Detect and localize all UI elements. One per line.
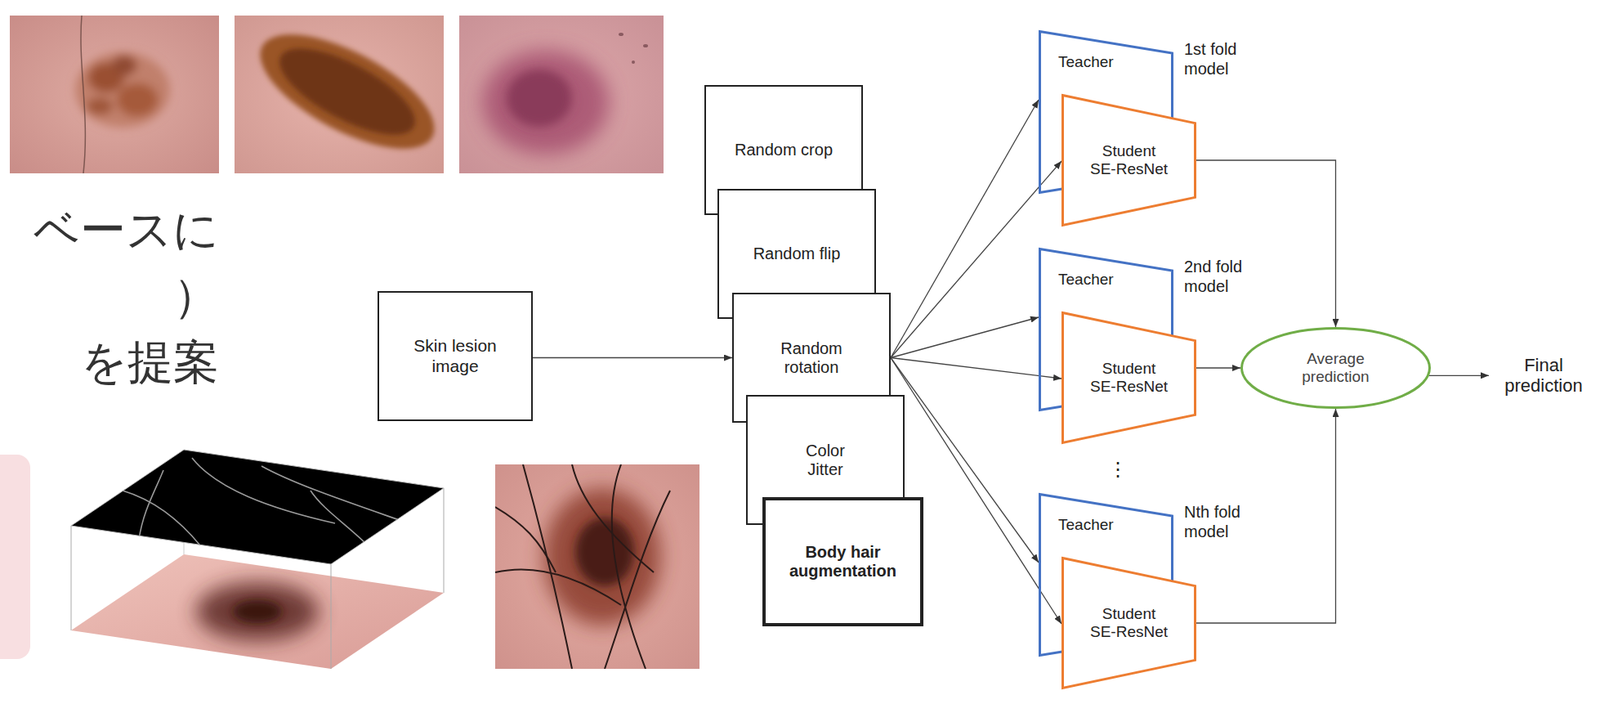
skin-layer — [71, 554, 444, 669]
student-model: Student SE-ResNet — [1061, 311, 1197, 444]
hair-strand — [572, 464, 654, 573]
hair-strand — [604, 490, 671, 669]
lesion-core — [268, 31, 427, 152]
node-text: Average prediction — [1291, 349, 1382, 386]
arrow-connector — [1196, 366, 1241, 368]
lesion-spot — [116, 83, 158, 117]
lesion-core — [506, 69, 573, 127]
slide-text: を提案 — [8, 334, 219, 389]
hair-strand — [612, 464, 646, 669]
input-box: Skin lesion image — [377, 290, 533, 421]
node-text: Student SE-ResNet — [1088, 359, 1170, 396]
ensemble-ellipse: Average prediction — [1240, 326, 1431, 409]
lesion-blot — [75, 52, 170, 128]
lesion-photo — [9, 15, 219, 174]
node-text: Color Jitter — [788, 441, 863, 479]
text-group: Skin lesion image — [377, 290, 533, 421]
skin-ground — [9, 15, 219, 174]
fold-label: 1st fold model — [1184, 39, 1260, 79]
text-group: Student SE-ResNet — [1061, 556, 1197, 689]
student-model: Student SE-ResNet — [1061, 93, 1197, 227]
arrow-connector — [532, 357, 733, 358]
slide-text: ベースに — [8, 201, 219, 257]
wire-edge — [330, 563, 332, 669]
arrow-connector — [890, 317, 1039, 358]
student-model-shape — [1063, 312, 1196, 443]
student-model-shape — [1063, 558, 1196, 689]
arrow-connector — [890, 160, 1062, 358]
lesion-spot — [86, 98, 113, 115]
node-text: Student SE-ResNet — [1088, 142, 1170, 179]
student-model-shape — [1063, 95, 1196, 226]
hair-strand — [310, 490, 385, 564]
hair-strand — [522, 464, 573, 669]
fold-label: 2nd fold model — [1184, 256, 1260, 296]
hair-strands — [495, 464, 671, 669]
hair-strand — [138, 469, 164, 540]
skin-dot — [631, 60, 635, 64]
hair-strand — [495, 568, 622, 605]
node-text: Teacher — [1058, 53, 1114, 72]
connectors — [532, 99, 1489, 624]
node-text: Random flip — [727, 244, 867, 264]
skin-dot — [643, 44, 649, 48]
text-group: Student SE-ResNet — [1061, 311, 1197, 444]
output-label: Final prediction — [1488, 344, 1599, 407]
lesion-core — [575, 517, 635, 586]
augmentation-box: Body hair augmentation — [762, 496, 924, 626]
lesion-spot — [111, 55, 137, 76]
text-group: Teacher — [1058, 270, 1114, 289]
node-text: Body hair augmentation — [773, 542, 913, 581]
hair-strand — [261, 465, 409, 523]
student-model: Student SE-ResNet — [1061, 556, 1197, 689]
lesion-area — [75, 52, 170, 128]
wire-edge — [443, 487, 445, 593]
arrow-connector — [1196, 160, 1337, 327]
node-text: Teacher — [1058, 270, 1114, 289]
lesion-area — [482, 49, 610, 155]
lesion-area — [243, 15, 444, 172]
lesion-area — [196, 581, 319, 641]
hair-layer — [71, 449, 444, 564]
side-panel — [0, 454, 31, 659]
text-group: Teacher — [1058, 515, 1114, 534]
arrow-connector — [890, 357, 1062, 380]
wire-edge — [71, 525, 72, 631]
text-group: Final prediction — [1488, 344, 1599, 407]
text-group: Student SE-ResNet — [1061, 93, 1197, 227]
text-group: Average prediction — [1240, 326, 1431, 409]
skin-dot — [618, 32, 624, 36]
node-text: Final prediction — [1498, 354, 1589, 397]
lesion-photo — [459, 15, 664, 174]
text-group: Body hair augmentation — [762, 496, 924, 626]
hair-lesion-photo — [495, 464, 700, 669]
node-text: Skin lesion image — [402, 335, 509, 376]
ellipsis-mark: ⋮ — [1103, 457, 1133, 482]
input-box-shape — [378, 291, 532, 421]
hair-curves — [122, 457, 409, 564]
lesion-photo — [234, 15, 444, 174]
node-text: Random crop — [714, 140, 854, 160]
layer-illustration — [71, 449, 444, 669]
hair-strand — [495, 506, 556, 573]
node-text: Student SE-ResNet — [1088, 604, 1170, 641]
lesion-layer — [196, 581, 319, 641]
node-text: Random rotation — [774, 339, 849, 377]
hair-strand — [80, 15, 85, 174]
ensemble-ellipse-shape — [1242, 328, 1431, 408]
augmentation-box-shape — [764, 498, 922, 625]
fold-label: Nth fold model — [1184, 501, 1260, 541]
arrow-connector — [890, 99, 1039, 358]
lesion-core — [232, 599, 282, 623]
text-group: Teacher — [1058, 53, 1114, 72]
skin-ground — [495, 464, 700, 669]
slide-text: ） — [8, 268, 219, 323]
node-text: Teacher — [1058, 515, 1114, 534]
hair-strand — [122, 490, 215, 564]
skin-ground — [459, 15, 664, 174]
arrow-connector — [1429, 375, 1489, 376]
lesion-area — [543, 487, 662, 626]
